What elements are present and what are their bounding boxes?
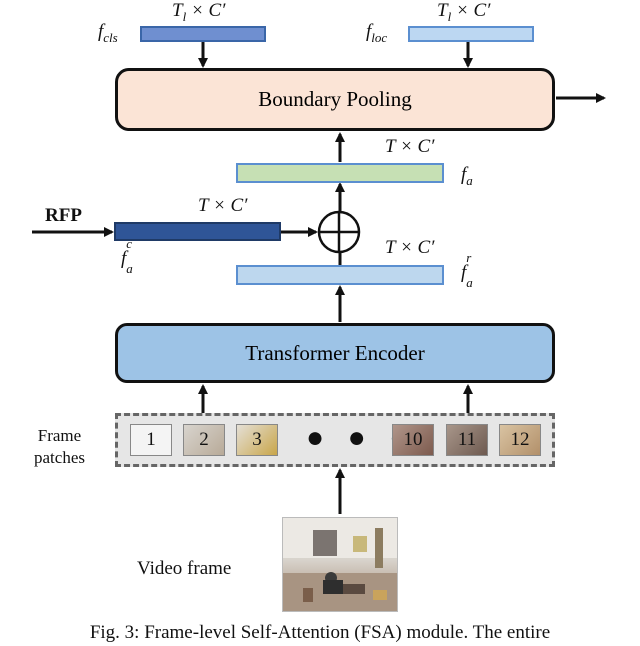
label-f-a: fa — [461, 164, 473, 188]
video-frame-image — [282, 517, 398, 612]
frame-patches-label: Frame patches — [34, 426, 85, 467]
video-frame-illustration — [283, 518, 397, 611]
frame-patch: 10 — [392, 424, 434, 456]
dim-fa: T × C′ — [385, 136, 435, 157]
frame-patch: 12 — [499, 424, 541, 456]
figure-caption: Fig. 3: Frame-level Self-Attention (FSA)… — [89, 622, 551, 643]
ellipsis: ● ● ● — [306, 421, 416, 454]
frame-patch: 11 — [446, 424, 488, 456]
cls-feature-bar — [140, 26, 266, 42]
label-f-cls: fcls — [98, 21, 118, 45]
dim-loc: Tl × C′ — [437, 0, 491, 24]
dim-far: T × C′ — [385, 237, 435, 258]
boundary-pooling-box: Boundary Pooling — [115, 68, 555, 131]
far-feature-bar — [236, 265, 444, 285]
frame-patch: 1 — [130, 424, 172, 456]
rfp-label: RFP — [45, 205, 82, 226]
video-frame-label: Video frame — [137, 558, 232, 579]
dim-fac: T × C′ — [198, 195, 248, 216]
frame-patch: 3 — [236, 424, 278, 456]
transformer-encoder-box: Transformer Encoder — [115, 323, 555, 383]
boundary-pooling-label: Boundary Pooling — [258, 87, 412, 111]
transformer-encoder-label: Transformer Encoder — [245, 340, 425, 365]
frame-patch: 2 — [183, 424, 225, 456]
dim-cls: Tl × C′ — [172, 0, 226, 24]
label-f-loc: floc — [366, 21, 388, 45]
fac-feature-bar — [114, 222, 281, 241]
fa-feature-bar — [236, 163, 444, 183]
loc-feature-bar — [408, 26, 534, 42]
